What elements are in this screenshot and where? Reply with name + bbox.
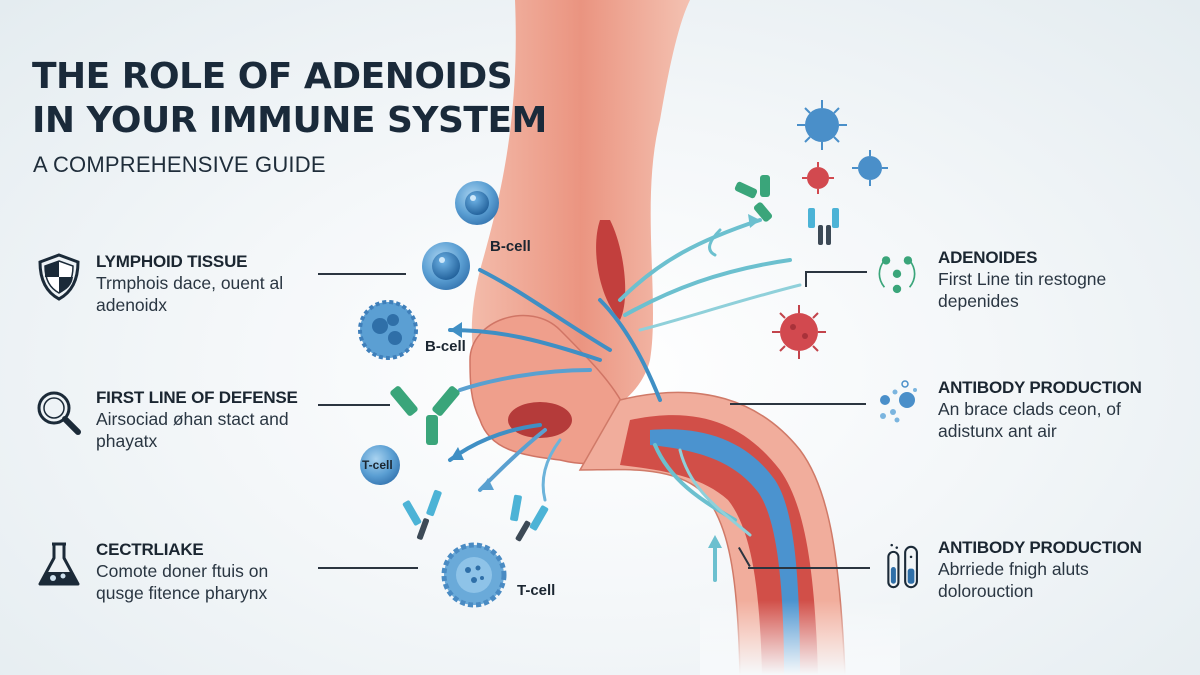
callout-heading: CECTRLIAKE	[96, 540, 204, 559]
callout-heading: ANTIBODY PRODUCTION	[938, 378, 1142, 397]
callout-desc-line-2: adenoidx	[96, 295, 168, 315]
t-cell-small	[360, 445, 400, 485]
b-cell-label-2: B-cell	[425, 338, 466, 355]
callout-desc-line-1: Airsociad øhan stact and	[96, 409, 289, 429]
antibody-green-left	[390, 386, 460, 445]
leader-line-lymphoid	[318, 273, 406, 275]
callout-desc-line-2: depenides	[938, 291, 1019, 311]
callout-desc-line-2: qusge fitence pharynx	[96, 583, 268, 603]
virus-blue-large	[797, 100, 847, 150]
t-cell-label-2: T-cell	[517, 582, 556, 599]
b-cell-spiky	[358, 300, 418, 360]
shield-icon	[38, 253, 80, 301]
b-cell-middle	[422, 242, 470, 290]
leader-line-cectrliake	[318, 567, 418, 569]
virus-cluster-icon	[880, 380, 917, 423]
callout-desc-line-2: phayatx	[96, 431, 158, 451]
airflow-arrows	[448, 214, 802, 582]
magnifier-icon	[37, 391, 81, 435]
antibody-blue-1	[402, 489, 442, 540]
title-line-2: IN YOUR IMMUNE SYSTEM	[32, 100, 547, 141]
t-cell-label-1: T-cell	[362, 458, 393, 472]
callout-heading: FIRST LINE OF DEFENSE	[96, 388, 298, 407]
callout-heading: LYMPHOID TISSUE	[96, 252, 248, 271]
page-subtitle: A COMPREHENSIVE GUIDE	[33, 152, 326, 177]
callout-heading: ANTIBODY PRODUCTION	[938, 538, 1142, 557]
adenoid-cluster-icon	[878, 256, 916, 294]
callout-desc-line-1: First Line tin restogne	[938, 269, 1107, 289]
virus-blue-small	[852, 150, 888, 186]
callout-desc-line-1: Trmphois dace, ouent al	[96, 273, 284, 293]
callout-desc-line-1: Abrriede fnigh aluts	[938, 559, 1089, 579]
callout-desc-line-1: An brace clads ceon, of	[938, 399, 1121, 419]
callout-desc-line-1: Comote doner ftuis on	[96, 561, 269, 581]
leader-line-defense	[318, 404, 390, 406]
virus-red-large	[772, 305, 826, 359]
virus-red-small	[802, 162, 834, 194]
antibody-blue-2	[510, 494, 549, 542]
callout-desc-line-2: adistunx ant air	[938, 421, 1057, 441]
callout-desc-line-2: dolorouction	[938, 581, 1034, 601]
antibody-blue-right	[808, 208, 839, 245]
antibody-green-right	[734, 175, 773, 222]
flask-icon	[38, 542, 80, 586]
b-cell-label-1: B-cell	[490, 238, 531, 255]
b-cell-top	[455, 181, 499, 225]
page-title: THE ROLE OF ADENOIDS IN YOUR IMMUNE SYST…	[32, 55, 547, 143]
test-tubes-icon	[887, 543, 918, 589]
leader-line-antibody-2	[748, 567, 870, 569]
callout-heading: ADENOIDES	[938, 248, 1038, 267]
t-cell-large	[441, 542, 507, 608]
leader-line-antibody-1	[730, 403, 866, 405]
leader-line-adenoides	[805, 271, 867, 273]
leader-line-adenoides-v	[805, 271, 807, 287]
title-line-1: THE ROLE OF ADENOIDS	[32, 56, 513, 97]
